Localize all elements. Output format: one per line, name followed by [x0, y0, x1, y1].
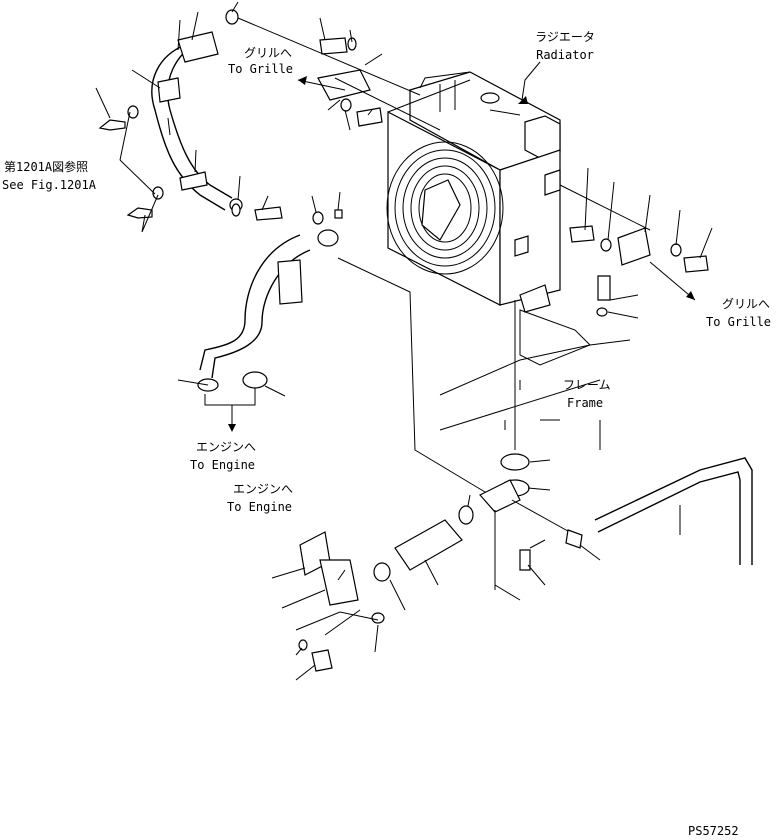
grille-top-label-jp: グリルへ — [244, 46, 293, 60]
engine2-label-en: To Engine — [227, 500, 293, 514]
drawing-number: PS57252 — [688, 824, 739, 838]
see-fig-label-en: See Fig.1201A — [2, 178, 96, 192]
top-bracket — [237, 17, 441, 131]
grille-right-label-en: To Grille — [706, 315, 772, 329]
grille-right-label-jp: グリルへ — [722, 297, 771, 311]
engine2-label-jp: エンジンへ — [233, 482, 294, 496]
grille-top-label-en: To Grille — [228, 62, 294, 76]
lower-piping — [295, 257, 583, 672]
right-pipe — [594, 457, 753, 565]
frame-label-jp: フレーム — [563, 378, 611, 392]
right-bracket — [559, 184, 709, 317]
arrows — [228, 76, 696, 432]
engine1-label-en: To Engine — [190, 458, 256, 472]
see-fig-label-jp: 第1201A図参照 — [4, 160, 89, 174]
frame-label-en: Frame — [567, 396, 604, 410]
frame-outline — [439, 309, 631, 450]
left-bracket-bolts — [98, 77, 283, 221]
radiator-assembly — [386, 71, 561, 313]
lower-hose — [197, 209, 343, 392]
radiator-label-jp: ラジエータ — [535, 30, 595, 44]
leader-lines — [95, 1, 713, 681]
radiator-label-en: Radiator — [536, 48, 594, 62]
engine1-label-jp: エンジンへ — [196, 440, 257, 454]
